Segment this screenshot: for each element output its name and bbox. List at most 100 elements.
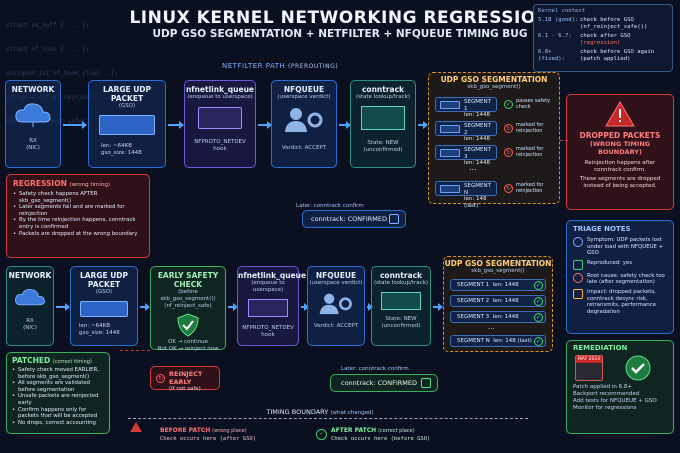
flow-arrow [433,303,443,311]
reinject-arrow [120,350,150,351]
gso-segment: SEGMENT N len: 148 (last) [450,335,546,347]
kernel-context-row: 6.8+ (fixed):check before GSO again (pat… [538,49,655,62]
after-patch-desc: Check occurs here (before GSO) [331,436,431,442]
check-icon: ✓ [534,297,543,306]
warning-icon [130,422,142,432]
queue-icon [248,299,288,317]
check-icon: ✓ [534,281,543,290]
info-icon [573,237,583,247]
page-subtitle: UDP GSO SEGMENTATION + NETFILTER + NFQUE… [152,28,528,40]
reinject-icon: ↻ [504,148,513,157]
queue-icon [198,107,242,129]
patched-panel: PATCHED (correct timing) Safety check mo… [6,352,110,434]
reinject-early-box: ↻ REINJECT EARLY (if not safe) [150,366,220,392]
check-circle-icon [625,355,651,381]
regression-item: By the time reinjection happens, conntra… [13,217,143,230]
segment-ellipsis: ... [488,323,495,331]
large-udp-packet-box-bottom: LARGE UDP PACKET (GSO) len: ~64KB gso_si… [70,266,138,346]
regression-panel: REGRESSION (wrong timing) Safety check h… [6,174,150,258]
flow-arrow [63,121,87,129]
flow-arrow [418,121,428,129]
gso-segmentation-panel-bottom: UDP GSO SEGMENTATION skb_gso_segment() S… [443,256,553,352]
kernel-context-row: 5.18 (good):check before GSO (nf_reinjec… [538,17,648,30]
kernel-context-panel: Kernel context 5.18 (good):check before … [533,4,673,72]
cloud-icon [15,103,51,127]
regression-item: Later segments fail and are marked for r… [13,204,143,217]
nfqueue-box-top: NFQUEUE (userspace verdict) Verdict: ACC… [271,80,337,168]
netfilter-path-label: NETFILTER PATH (PREROUTING) [222,62,339,70]
timing-boundary-line [128,418,528,419]
kernel-context-heading: Kernel context [538,8,586,14]
patched-item: Unsafe packets are reinjected early [12,393,104,406]
user-gear-icon [285,108,323,132]
gso-segment: SEGMENT 2 len: 1448 [450,295,546,307]
lock-icon [421,378,431,388]
check-icon: ✓ [534,337,543,346]
patched-item: Confirm happens only for packets that wi… [12,407,104,420]
check-icon [573,259,583,270]
before-patch-label: BEFORE PATCH (wrong place) [160,427,247,434]
warning-icon [605,101,635,127]
table-icon [381,292,421,310]
regression-item: Packets are dropped at the wrong boundar… [13,231,143,238]
packet-icon [99,115,155,135]
conntrack-confirmed-top: conntrack: CONFIRMED [302,210,406,228]
gso-segment: SEGMENT 1 len: 1448 [450,279,546,291]
confirm-label-bottom: Later: conntrack confirm [341,366,409,372]
user-gear-icon [319,293,352,315]
bug-icon [573,272,583,283]
early-safety-check-box: EARLY SAFETY CHECK (before skb_gso_segme… [150,266,226,352]
flow-arrow [339,121,351,129]
flow-arrow [168,121,184,129]
nfqueue-box-bottom: NFQUEUE (userspace verdict) Verdict: ACC… [307,266,365,346]
dropped-packets-panel: DROPPED PACKETS (WRONG TIMING BOUNDARY) … [566,94,674,210]
patched-item: Safety check moved EARLIER, before skb_g… [12,367,104,380]
before-patch-desc: Check occurs here (after GSO) [160,436,257,442]
triage-row: Impact: dropped packets, conntrack desyn… [573,288,667,315]
check-icon: ✓ [534,313,543,322]
confirm-label-top: Later: conntrack confirm [296,203,364,209]
conntrack-box-top: conntrack (state lookup/track) State: NE… [350,80,416,168]
remediation-item: Monitor for regressions [573,405,637,411]
calendar-icon: MAY 2024 [575,355,603,381]
remediation-item: Add tests for NFQUEUE + GSO [573,398,657,404]
page-title: LINUX KERNEL NETWORKING REGRESSION [129,8,551,28]
nfnetlink-queue-box-top: nfnetlink_queue (enqueue to userspace) N… [184,80,256,168]
check-icon: ✓ [316,429,327,440]
regression-item: Safety check happens AFTER skb_gso_segme… [13,191,143,204]
check-icon: ✓ [504,100,513,109]
lock-icon [389,214,399,224]
gso-segment: SEGMENT 3 len: 1448 [450,311,546,323]
remediation-panel: REMEDIATION MAY 2024 Patch applied in 6.… [566,340,674,434]
remediation-item: Patch applied in 6.8+ [573,384,633,390]
table-icon [361,106,405,130]
flow-arrow [228,303,238,311]
segment-ellipsis: ... [469,163,477,172]
network-box-top: NETWORK RX (NIC) [5,80,61,168]
nfnetlink-queue-box-bottom: nfnetlink_queue (enqueue to userspace) N… [237,266,306,346]
remediation-item: Backport recommended [573,391,640,397]
flow-arrow [301,303,309,311]
packet-icon [80,301,128,317]
reinject-icon: ↻ [504,184,513,193]
timing-boundary-title: TIMING BOUNDARY (what changed) [266,408,374,416]
flow-arrow [140,303,150,311]
drop-arrow [560,140,568,141]
conntrack-confirmed-bottom: conntrack: CONFIRMED [330,374,438,392]
flow-arrow [367,303,373,311]
triage-row: Reproduced: yes [573,259,667,270]
patched-item: All segments are validated before segmen… [12,380,104,393]
flow-arrow [56,303,70,311]
conntrack-box-bottom: conntrack (state lookup/track) State: NE… [371,266,431,346]
kernel-context-row: 6.1 - 6.7: check after GSO (regression) [538,33,631,46]
triage-row: Symptom: UDP packets lost under load wit… [573,237,667,257]
flow-arrow [258,121,272,129]
after-patch-label: AFTER PATCH (correct place) [331,427,415,434]
large-udp-packet-box-top: LARGE UDP PACKET (GSO) len: ~64KB gso_si… [88,80,166,168]
patched-item: No drops, correct accounting [12,420,104,427]
triage-notes-panel: TRIAGE NOTES Symptom: UDP packets lost u… [566,220,674,334]
gso-segmentation-panel-top: UDP GSO SEGMENTATION skb_gso_segment() S… [428,72,560,209]
